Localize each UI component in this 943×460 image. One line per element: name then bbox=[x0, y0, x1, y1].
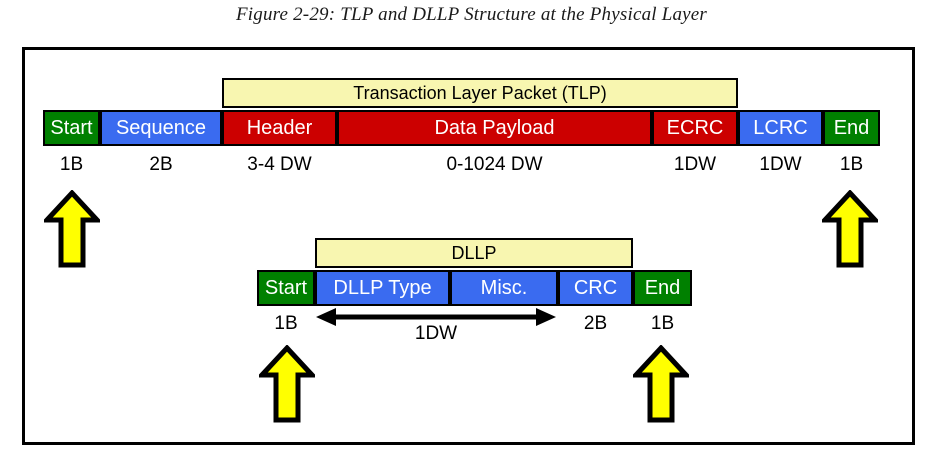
dllp-band: DLLP bbox=[315, 238, 633, 268]
tlp-field-end: End bbox=[823, 110, 880, 146]
figure-title: Figure 2-29: TLP and DLLP Structure at t… bbox=[235, 4, 708, 25]
tlp-size-start: 1B bbox=[59, 154, 84, 175]
tlp-field-data-payload: Data Payload bbox=[337, 110, 652, 146]
dllp-size-end: 1B bbox=[650, 313, 675, 334]
tlp-size-data-payload: 0-1024 DW bbox=[446, 154, 543, 175]
tlp-size-lcrc: 1DW bbox=[759, 154, 802, 175]
dllp-field-misc: Misc. bbox=[450, 270, 558, 306]
dllp-dimension-arrow-icon bbox=[314, 306, 558, 333]
tlp-size-ecrc: 1DW bbox=[673, 154, 717, 175]
dllp-end-marker-arrow-icon bbox=[630, 344, 692, 428]
tlp-field-lcrc: LCRC bbox=[738, 110, 823, 146]
dllp-field-end: End bbox=[633, 270, 692, 306]
dllp-size-start: 1B bbox=[274, 313, 298, 334]
tlp-field-start: Start bbox=[43, 110, 100, 146]
tlp-field-header: Header bbox=[222, 110, 337, 146]
tlp-field-ecrc: ECRC bbox=[652, 110, 738, 146]
dllp-field-crc: CRC bbox=[558, 270, 633, 306]
dllp-size-crc: 2B bbox=[583, 313, 608, 334]
tlp-band: Transaction Layer Packet (TLP) bbox=[222, 78, 738, 108]
tlp-start-marker-arrow-icon bbox=[41, 189, 103, 273]
dllp-field-start: Start bbox=[257, 270, 315, 306]
tlp-size-end: 1B bbox=[839, 154, 864, 175]
tlp-size-sequence: 2B bbox=[149, 154, 173, 175]
tlp-size-header: 3-4 DW bbox=[247, 154, 312, 175]
dllp-field-type: DLLP Type bbox=[315, 270, 450, 306]
tlp-end-marker-arrow-icon bbox=[819, 189, 881, 273]
dllp-start-marker-arrow-icon bbox=[256, 344, 318, 428]
tlp-field-sequence: Sequence bbox=[100, 110, 222, 146]
dllp-dimension-label: 1DW bbox=[414, 323, 458, 344]
